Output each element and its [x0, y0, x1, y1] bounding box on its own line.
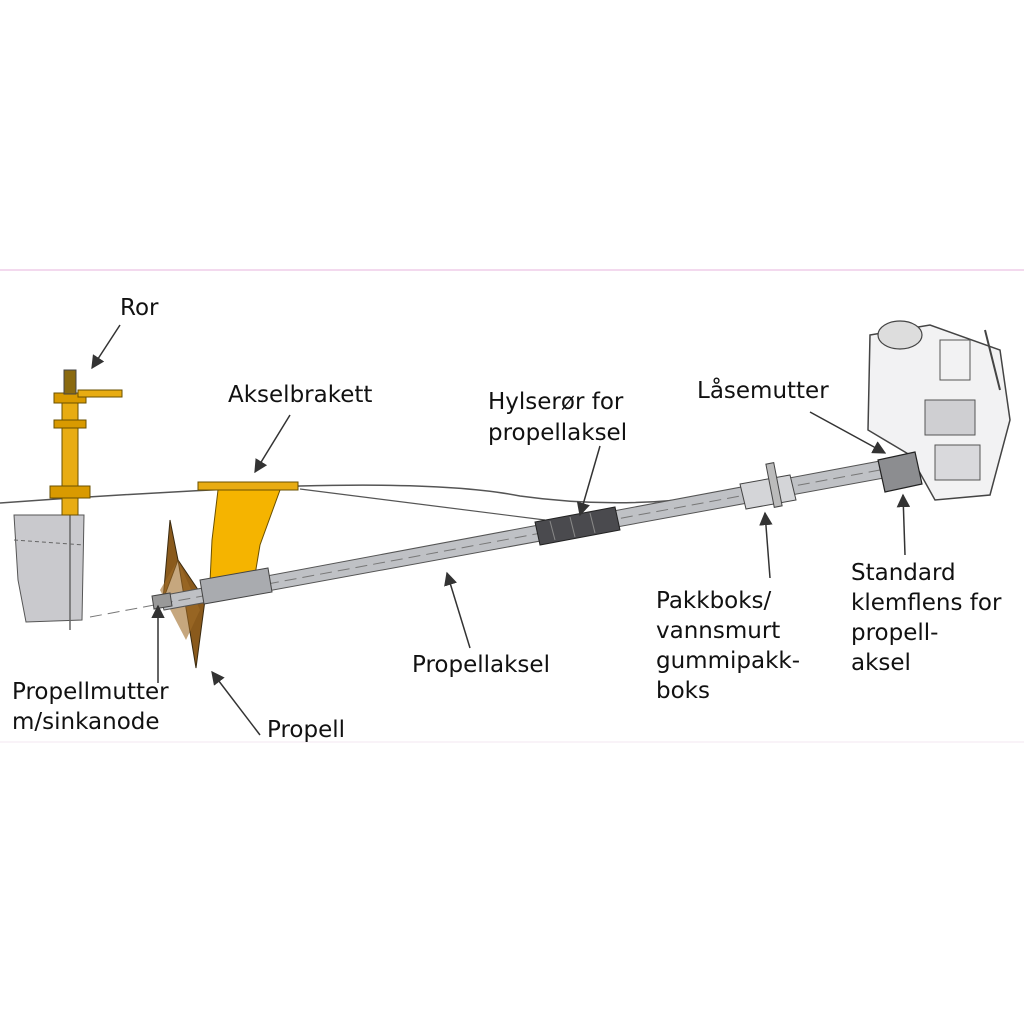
label-propell: Propell	[267, 717, 345, 743]
arrow-pakkboks	[759, 511, 773, 579]
label-lasemutter: Låsemutter	[697, 376, 829, 404]
sleeve-hatch-1	[549, 520, 556, 541]
arrow-akselbrakett	[254, 414, 291, 474]
label-akselbrakett: Akselbrakett	[228, 382, 372, 408]
label-pakkboks-1: Pakkboks/	[656, 588, 772, 614]
label-propellmutter-1: Propellmutter	[12, 679, 169, 705]
label-propellmutter-2: m/sinkanode	[12, 709, 160, 735]
label-propellaksel: Propellaksel	[412, 652, 550, 678]
bracket-strut	[209, 489, 281, 583]
bracket-bearing	[199, 567, 273, 605]
label-hylseror-1: Hylserør for	[488, 389, 624, 415]
rudder	[13, 369, 123, 630]
engine-detail-3	[934, 444, 981, 481]
rudder-stock-collar-low	[49, 485, 91, 499]
sleeve-hatch-2	[569, 516, 576, 538]
label-pakkboks-3: gummipakk-	[656, 648, 800, 674]
label-standard-3: propell-	[851, 620, 938, 646]
engine-detail-1	[939, 339, 971, 381]
rudder-stock-collar-mid	[53, 419, 87, 429]
bracket-flange	[197, 481, 299, 491]
stuffing-box	[739, 474, 797, 510]
stern-tube-sleeve	[534, 506, 621, 546]
arrow-ror	[91, 324, 121, 370]
arrow-lasemutter	[809, 411, 887, 454]
arrow-standard	[896, 493, 911, 556]
sleeve-hatch-3	[589, 512, 596, 534]
rudder-hinge-line	[13, 539, 85, 546]
engine-gearbox	[867, 320, 1011, 501]
shaft-bracket	[197, 481, 299, 583]
arrow-propell	[211, 670, 261, 736]
arrow-hylseror	[576, 445, 601, 517]
engine-pipe	[984, 329, 1001, 391]
label-hylseror-2: propellaksel	[488, 420, 627, 446]
label-pakkboks-4: boks	[656, 678, 710, 704]
rudder-blade	[13, 514, 85, 623]
hull-line-lower	[299, 488, 546, 521]
stuffing-box-collar	[765, 462, 783, 508]
label-standard-1: Standard	[851, 560, 956, 586]
tiller-arm	[77, 389, 123, 398]
label-pakkboks-2: vannsmurt	[656, 618, 780, 644]
label-standard-4: aksel	[851, 650, 911, 676]
rudder-stock-top	[63, 369, 77, 395]
arrow-propellaksel	[444, 571, 471, 649]
engine-turbo	[877, 320, 923, 350]
engine-detail-2	[924, 399, 976, 436]
propeller-nut	[151, 592, 173, 610]
label-ror: Ror	[120, 295, 159, 321]
clamp-flange	[877, 451, 923, 493]
label-standard-2: klemflens for	[851, 590, 1002, 616]
